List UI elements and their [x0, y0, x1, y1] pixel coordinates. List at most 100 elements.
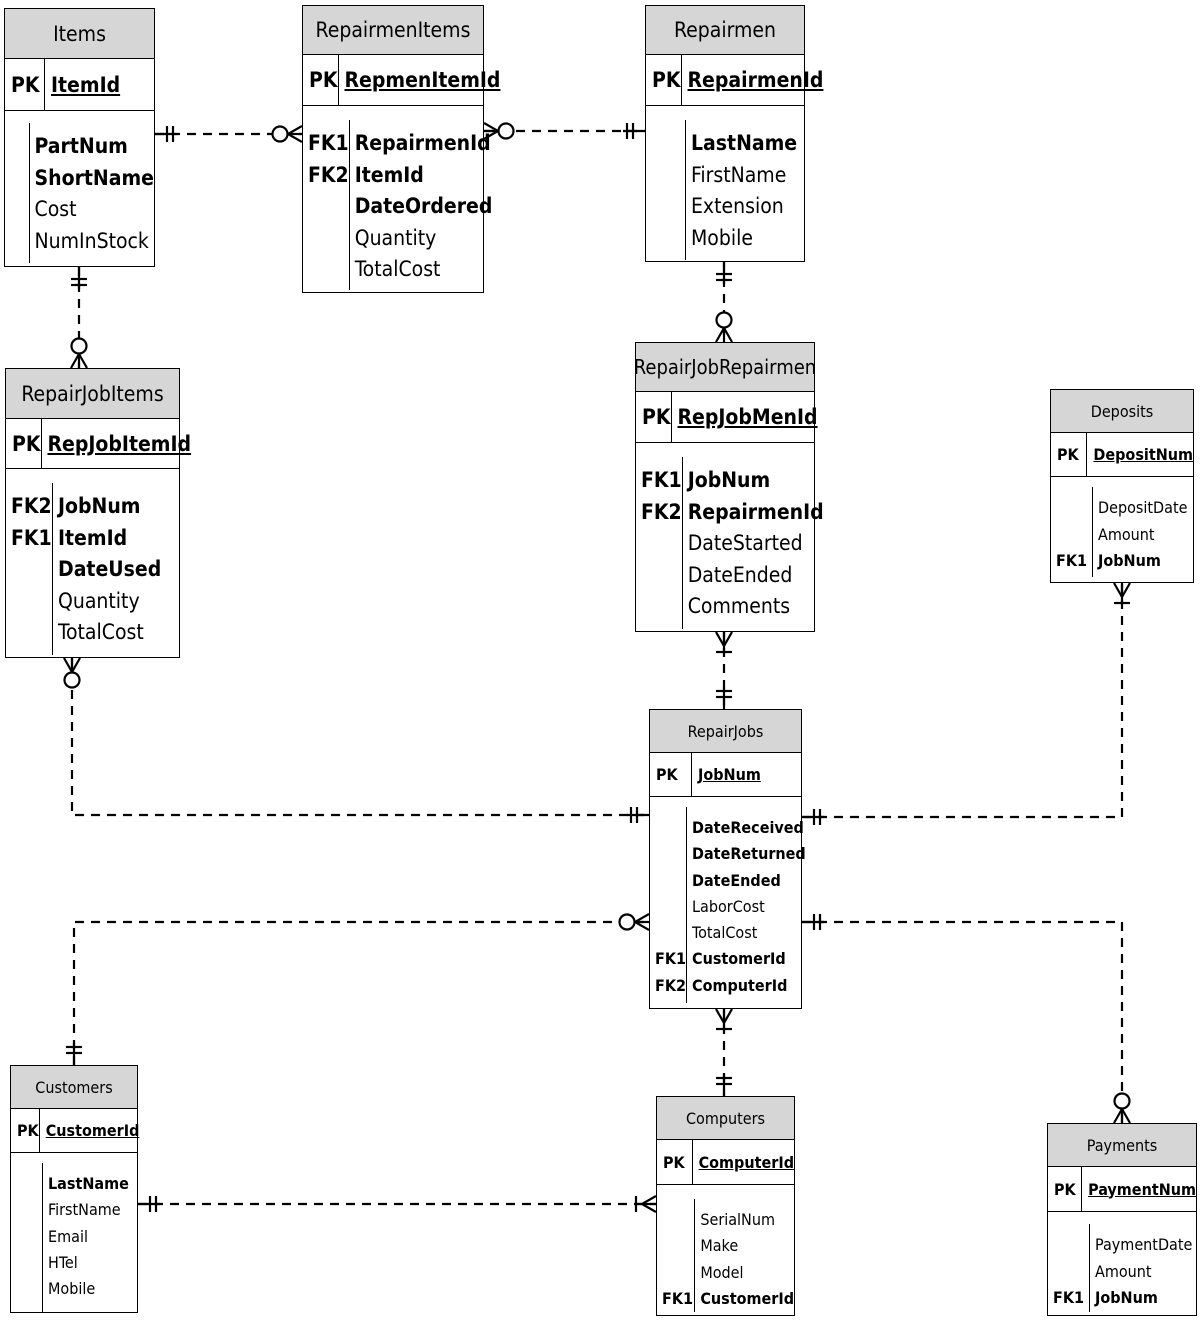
attribute-field: DateReceived	[692, 818, 804, 837]
primary-key-row: PK RepmenItemId	[303, 55, 500, 106]
fk-label: FK1	[11, 525, 52, 550]
key-spacer	[1053, 1232, 1089, 1259]
pk-field: JobNum	[698, 765, 761, 784]
entity-title: RepairmenItems	[303, 6, 483, 55]
relationship-repairjobs-deposits	[802, 583, 1124, 819]
fk-label: FK1	[641, 468, 682, 492]
key-column: FK1	[1051, 487, 1093, 577]
entity-title: Deposits	[1051, 390, 1193, 433]
primary-key-row: PK DepositNum	[1051, 433, 1193, 477]
pk-label: PK	[657, 1140, 693, 1184]
pk-label: PK	[646, 55, 682, 105]
attribute-field: Email	[48, 1226, 88, 1246]
attribute-field: TotalCost	[354, 257, 441, 282]
primary-key-row: PK ItemId	[5, 59, 154, 111]
attribute-field: ItemId	[354, 162, 424, 187]
attribute-field: NumInStock	[34, 228, 149, 253]
attribute-field: HTel	[48, 1252, 78, 1272]
key-spacer	[655, 815, 686, 841]
attribute-field: DateUsed	[58, 557, 162, 582]
key-spacer	[1056, 522, 1092, 549]
attribute-field: DateOrdered	[354, 194, 493, 219]
entity-title: RepairJobItems	[6, 369, 179, 419]
crow-foot-mark	[634, 913, 650, 923]
attribute-field: FirstName	[691, 162, 787, 187]
entity-title: Customers	[11, 1066, 137, 1109]
crow-foot-mark	[715, 327, 725, 343]
attribute-field: FirstName	[48, 1200, 121, 1220]
pk-field: ComputerId	[698, 1152, 794, 1172]
pk-label: PK	[303, 55, 339, 105]
crow-foot-mark	[63, 657, 73, 673]
attribute-field: LastName	[691, 131, 798, 155]
fk-label: FK1	[1056, 551, 1088, 570]
zero-mark	[1113, 1092, 1131, 1110]
zero-mark	[497, 122, 515, 140]
attribute-field: ShortName	[34, 165, 154, 190]
key-column: FK1	[657, 1199, 696, 1313]
primary-key-row: PK ComputerId	[657, 1140, 794, 1185]
key-column	[11, 1163, 43, 1313]
key-spacer	[655, 868, 686, 894]
attribute-field: Quantity	[58, 588, 140, 613]
attribute-field: Amount	[1098, 524, 1155, 544]
attribute-field: Extension	[691, 194, 784, 219]
key-spacer	[308, 223, 349, 255]
primary-key-row: PK JobNum	[650, 753, 801, 797]
key-spacer	[1053, 1259, 1089, 1286]
crow-foot-mark	[1121, 1108, 1131, 1124]
attribute-field: JobNum	[1098, 551, 1161, 570]
key-spacer	[655, 841, 686, 867]
key-column	[646, 120, 686, 260]
key-spacer	[1056, 495, 1092, 522]
key-spacer	[641, 560, 682, 592]
attribute-field: JobNum	[58, 494, 141, 518]
key-spacer	[11, 617, 52, 649]
key-spacer	[11, 586, 52, 618]
crow-foot-mark	[287, 125, 303, 135]
pk-field: RepJobItemId	[47, 431, 192, 456]
key-spacer	[11, 554, 52, 586]
entity-title: RepairJobRepairmen	[634, 343, 816, 392]
pk-field: ItemId	[51, 72, 121, 97]
entity-title: Repairmen	[646, 6, 804, 55]
attribute-field: PaymentDate	[1095, 1235, 1193, 1254]
crow-foot-mark	[1113, 582, 1123, 598]
crow-foot-mark	[483, 122, 499, 132]
pk-label: PK	[636, 392, 672, 442]
key-spacer	[662, 1233, 694, 1259]
crow-foot-mark	[71, 657, 81, 673]
attribute-field: ItemId	[58, 525, 128, 550]
pk-label: PK	[650, 753, 692, 796]
key-spacer	[641, 528, 682, 560]
crow-foot-mark	[715, 631, 725, 647]
entity-title: Computers	[657, 1097, 794, 1140]
zero-mark	[271, 125, 289, 143]
pk-field: RepmenItemId	[344, 68, 501, 92]
attribute-field: Cost	[34, 197, 77, 222]
attribute-field: CustomerId	[692, 949, 786, 969]
primary-key-row: PK RepairmenId	[646, 55, 823, 106]
